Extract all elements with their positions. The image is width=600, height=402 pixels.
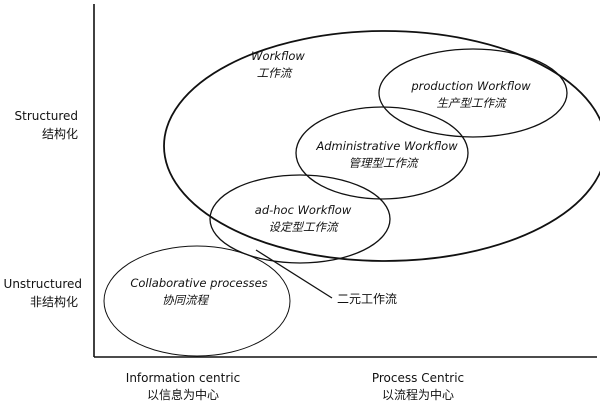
collaborative-processes-label-zh: 协同流程 xyxy=(162,293,209,307)
x-label-information-centric: Information centric xyxy=(126,371,240,385)
administrative-workflow-label: Administrative Workflow xyxy=(315,139,458,153)
collaborative-processes-ellipse xyxy=(103,245,291,357)
production-workflow-label-zh: 生产型工作流 xyxy=(437,96,507,110)
adhoc-workflow-ellipse xyxy=(209,174,391,264)
x-label-information-centric-zh: 以信息为中心 xyxy=(147,387,219,402)
adhoc-workflow-label-zh: 设定型工作流 xyxy=(269,220,339,234)
administrative-workflow-label-zh: 管理型工作流 xyxy=(349,156,419,170)
production-workflow-ellipse xyxy=(378,48,568,138)
binary-workflow-callout-label: 二元工作流 xyxy=(337,292,397,306)
workflow-label: Workflow xyxy=(251,49,305,63)
adhoc-workflow-label: ad-hoc Workflow xyxy=(255,203,352,217)
collaborative-processes-label: Collaborative processes xyxy=(130,276,267,290)
x-label-process-centric: Process Centric xyxy=(372,371,464,385)
callout-leader-line xyxy=(255,249,333,299)
y-label-unstructured: Unstructured xyxy=(4,277,82,291)
workflow-ellipse xyxy=(163,30,600,262)
workflow-label-zh: 工作流 xyxy=(257,66,293,80)
x-label-process-centric-zh: 以流程为中心 xyxy=(382,387,454,402)
y-label-structured: Structured xyxy=(15,109,78,123)
production-workflow-label: production Workflow xyxy=(410,79,531,93)
y-label-structured-zh: 结构化 xyxy=(42,126,78,141)
administrative-workflow-ellipse xyxy=(295,106,469,200)
y-label-unstructured-zh: 非结构化 xyxy=(30,294,78,309)
